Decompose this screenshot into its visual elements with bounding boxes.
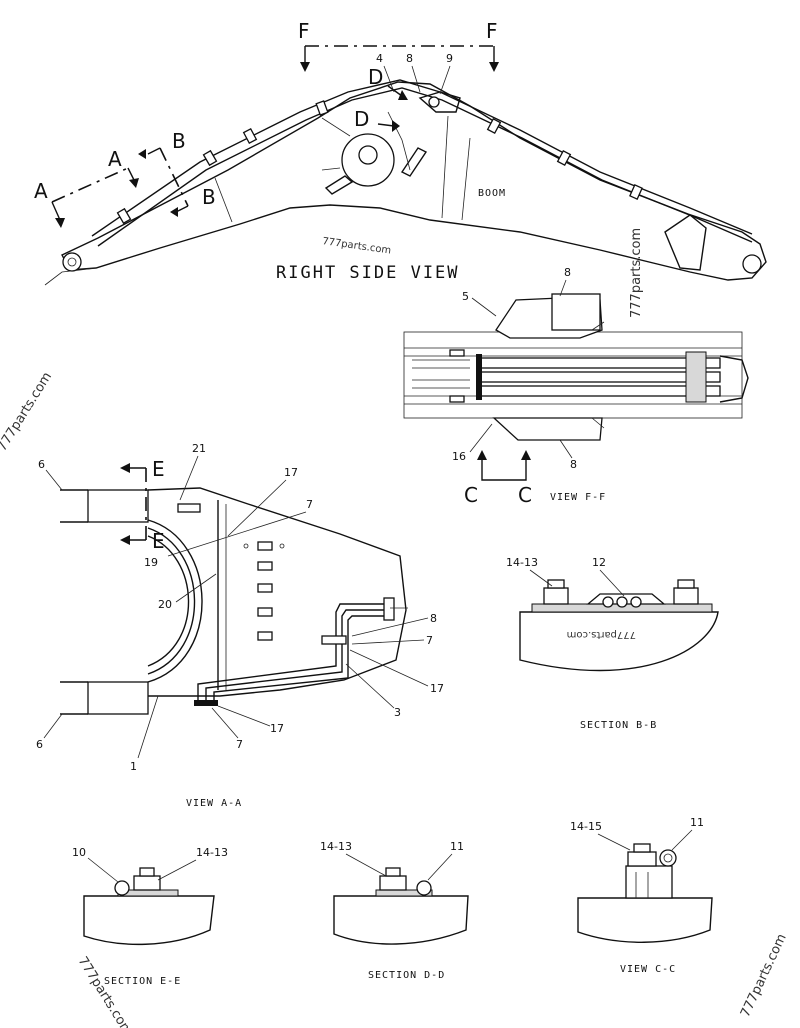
section-letter-b-bottom: B bbox=[202, 185, 216, 209]
aa-hose-arc-3 bbox=[147, 535, 190, 667]
callout-10: 10 bbox=[72, 846, 86, 859]
callout-8-aa: 8 bbox=[430, 612, 437, 625]
section-e-e: 10 14-13 SECTION E-E 777parts.com bbox=[72, 846, 228, 1028]
callout-20: 20 bbox=[158, 598, 172, 611]
section-d-d-title: SECTION D-D bbox=[368, 970, 445, 981]
callout-11-dd: 11 bbox=[450, 840, 464, 853]
callout-8-ff-top: 8 bbox=[564, 266, 571, 279]
boom-label: BOOM bbox=[478, 188, 506, 199]
dd-base bbox=[333, 895, 469, 945]
callout-14-13-ee: 14-13 bbox=[196, 846, 228, 859]
section-letter-d-bottom: D bbox=[354, 107, 369, 131]
section-letter-c-right: C bbox=[518, 483, 532, 507]
watermark-side-view: 777parts.com bbox=[322, 236, 392, 257]
section-b-b-title: SECTION B-B bbox=[580, 720, 657, 731]
section-letter-c-left: C bbox=[464, 483, 478, 507]
cylinder-boss-pin bbox=[358, 145, 378, 165]
section-e-e-title: SECTION E-E bbox=[104, 976, 181, 987]
callout-7-aa: 7 bbox=[426, 634, 433, 647]
boom-tip-bracket bbox=[664, 214, 707, 271]
aa-hose-arc-1 bbox=[147, 519, 203, 683]
callout-14-13-dd: 14-13 bbox=[320, 840, 352, 853]
section-line-a bbox=[51, 167, 129, 203]
callout-14-13-bb: 14-13 bbox=[506, 556, 538, 569]
watermark-vertical: 777parts.com bbox=[629, 228, 644, 318]
callout-17-top: 17 bbox=[284, 466, 298, 479]
section-letter-a-right: A bbox=[108, 147, 122, 171]
callout-7-top: 7 bbox=[306, 498, 313, 511]
ff-bottom-bracket bbox=[492, 417, 603, 441]
boom-foot-pin bbox=[62, 252, 82, 272]
view-f-f: C C 5 8 8 16 VIEW F-F 777parts.com bbox=[403, 228, 749, 507]
section-d-d: 14-13 11 SECTION D-D bbox=[320, 840, 469, 981]
callout-9: 9 bbox=[446, 52, 453, 65]
view-f-f-title: VIEW F-F bbox=[550, 492, 606, 503]
cc-base bbox=[577, 897, 713, 943]
aa-casting-outline bbox=[147, 487, 407, 697]
section-letter-a-left: A bbox=[34, 179, 48, 203]
callout-6-top: 6 bbox=[38, 458, 45, 471]
callout-3: 3 bbox=[394, 706, 401, 719]
section-letter-b-top: B bbox=[172, 129, 186, 153]
section-letter-d-top: D bbox=[368, 65, 383, 89]
watermark-bottom-right: 777parts.com bbox=[738, 932, 790, 1020]
watermark-ee: 777parts.com bbox=[75, 954, 135, 1028]
callout-14-15: 14-15 bbox=[570, 820, 602, 833]
callout-8-top: 8 bbox=[406, 52, 413, 65]
section-letter-f-left: F bbox=[298, 19, 310, 43]
callout-1: 1 bbox=[130, 760, 137, 773]
ee-base bbox=[83, 895, 215, 946]
callout-7-bottom: 7 bbox=[236, 738, 243, 751]
cc-tube bbox=[659, 849, 677, 867]
view-c-c: 14-15 11 VIEW C-C 777parts.com bbox=[570, 816, 790, 1020]
boom-tip-pin bbox=[742, 254, 762, 274]
aa-hose-arc-2 bbox=[147, 527, 196, 675]
section-letter-e-bottom: E bbox=[152, 529, 165, 553]
hose-line-lower bbox=[97, 87, 753, 247]
section-letter-f-right: F bbox=[486, 19, 498, 43]
section-letter-e-top: E bbox=[152, 457, 165, 481]
callout-12: 12 bbox=[592, 556, 606, 569]
callout-6-bottom: 6 bbox=[36, 738, 43, 751]
watermark-bb: 777parts.com bbox=[567, 629, 636, 640]
view-a-a: E E 21 17 7 19 20 6 6 1 7 17 3 8 7 17 VI… bbox=[0, 370, 444, 809]
callout-17-aa: 17 bbox=[430, 682, 444, 695]
watermark-left-edge: 777parts.com bbox=[0, 370, 55, 454]
callout-19: 19 bbox=[144, 556, 158, 569]
view-a-a-title: VIEW A-A bbox=[186, 798, 242, 809]
callout-8-ff-bottom: 8 bbox=[570, 458, 577, 471]
callout-4: 4 bbox=[376, 52, 383, 65]
right-side-view: BOOM 777parts.com RIGHT SIDE VIEW F F A … bbox=[34, 19, 767, 286]
callout-21: 21 bbox=[192, 442, 206, 455]
callout-17-bottom: 17 bbox=[270, 722, 284, 735]
ee-tube bbox=[114, 880, 130, 896]
callout-16: 16 bbox=[452, 450, 466, 463]
bb-base bbox=[519, 611, 719, 672]
callout-5: 5 bbox=[462, 290, 469, 303]
section-b-b: 14-13 12 777parts.com SECTION B-B bbox=[506, 556, 719, 731]
callout-11-cc: 11 bbox=[690, 816, 704, 829]
boom-outline bbox=[61, 81, 767, 281]
right-side-view-title: RIGHT SIDE VIEW bbox=[276, 263, 460, 283]
view-c-c-title: VIEW C-C bbox=[620, 964, 676, 975]
dd-tube bbox=[416, 880, 432, 896]
section-line-b bbox=[159, 147, 189, 207]
